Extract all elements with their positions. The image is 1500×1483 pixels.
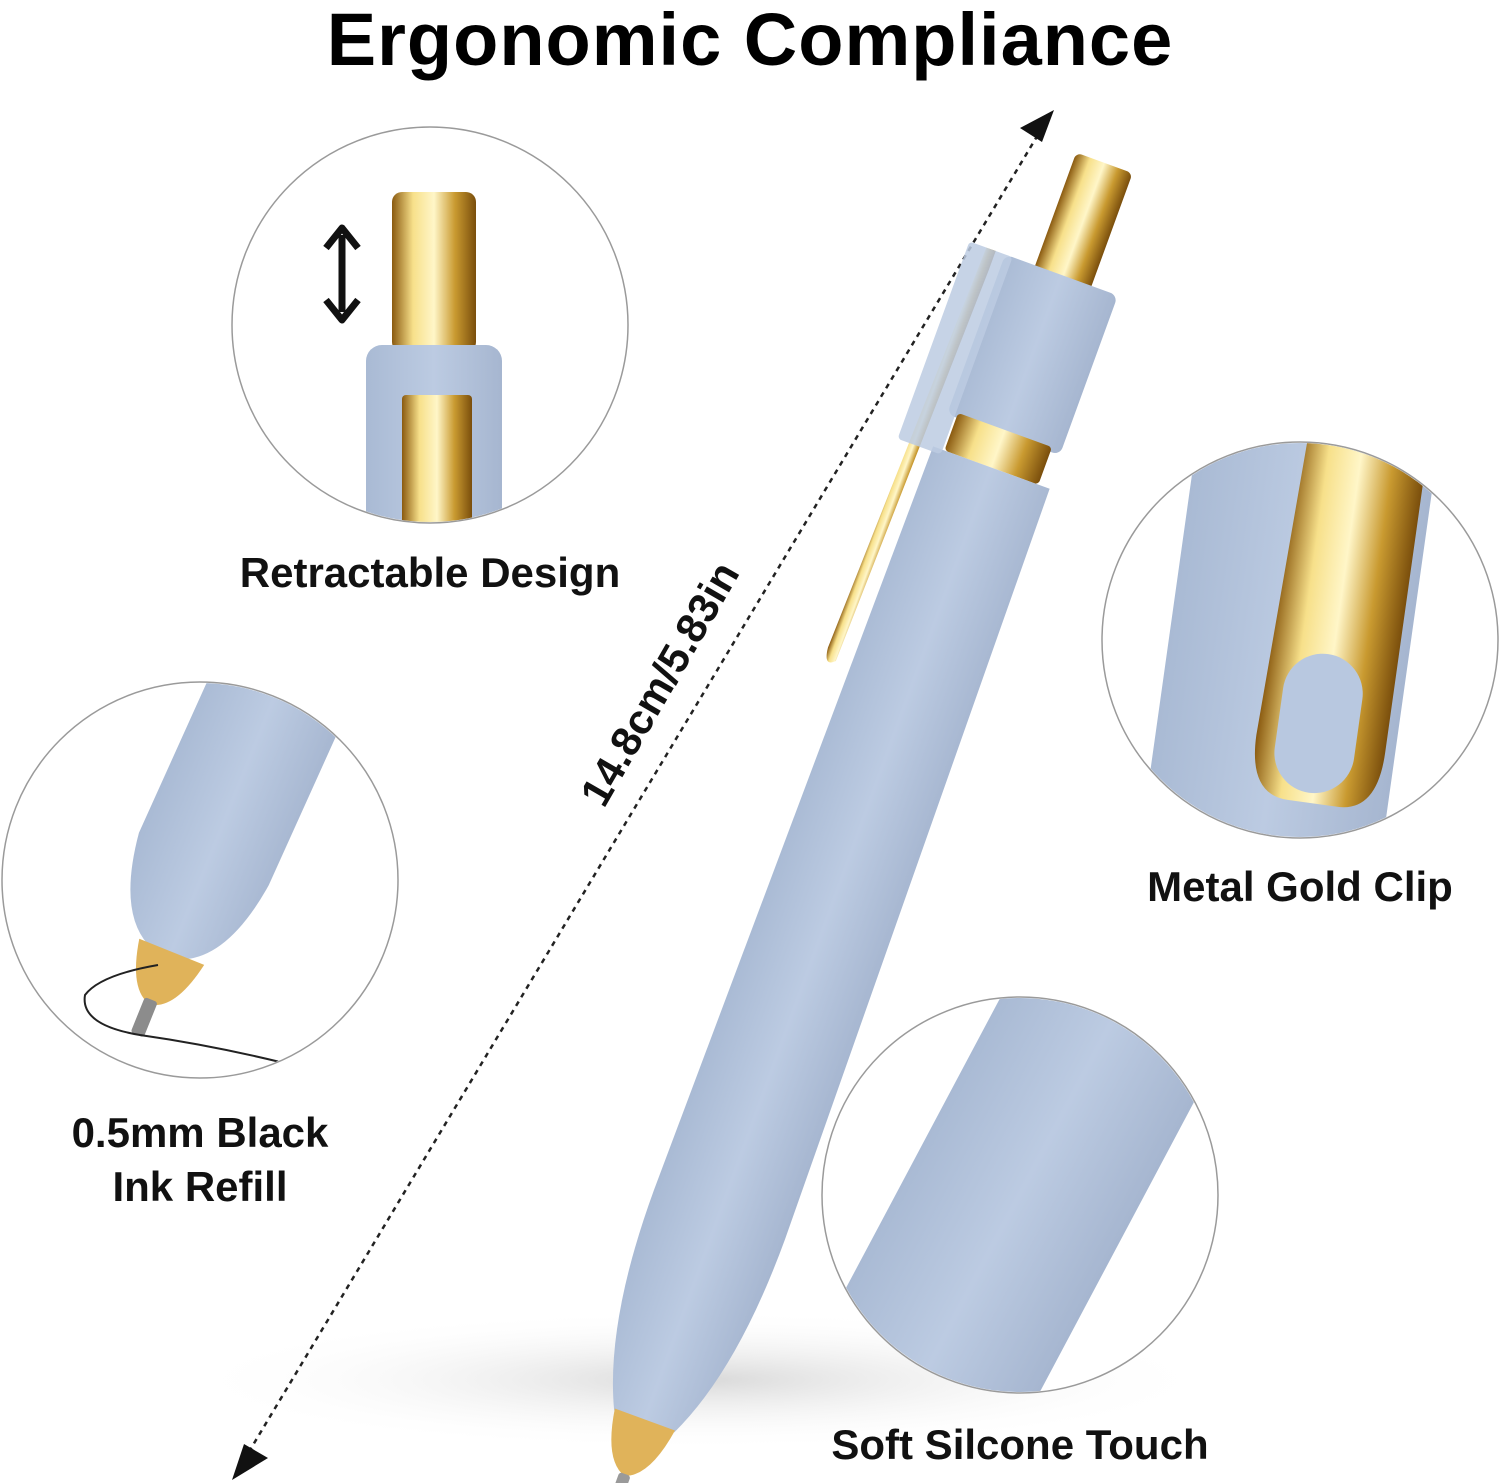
- page-title: Ergonomic Compliance: [326, 0, 1174, 81]
- caption-clip: Metal Gold Clip: [1147, 863, 1453, 910]
- retractable-detail-circle: [231, 126, 629, 524]
- arrow-head-bottom: [232, 1444, 268, 1480]
- pen-tip-cone: [611, 1408, 675, 1476]
- pen-ring: [945, 414, 1051, 484]
- caption-refill-line1: 0.5mm Black: [71, 1109, 329, 1156]
- caption-refill-line2: Ink Refill: [112, 1163, 288, 1210]
- main-pen: [606, 154, 1131, 1483]
- pen-plunger: [1033, 154, 1131, 294]
- dimension-arrow: [232, 110, 1054, 1480]
- clip-detail-circle: [1101, 441, 1499, 839]
- caption-touch: Soft Silcone Touch: [831, 1421, 1209, 1468]
- arrow-head-top: [1020, 110, 1054, 142]
- up-down-arrow-icon: [323, 224, 361, 324]
- refill-detail-circle: [1, 681, 399, 1079]
- pen-barrel: [612, 446, 1050, 1433]
- caption-retractable: Retractable Design: [239, 549, 621, 596]
